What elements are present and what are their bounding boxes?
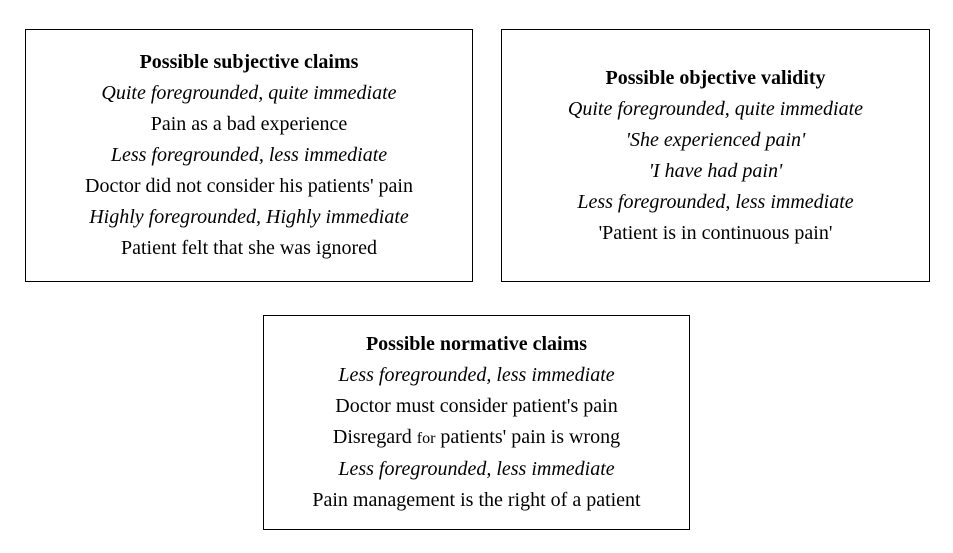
subjective-claims-box: Possible subjective claims Quite foregro…	[25, 29, 473, 282]
normative-claims-title: Possible normative claims	[365, 333, 588, 355]
objective-claim-3: 'Patient is in continuous pain'	[598, 221, 833, 244]
normative-claim-1: Doctor must consider patient's pain	[335, 395, 618, 417]
normative-claim-3: Pain management is the right of a patien…	[312, 489, 641, 511]
normative-level-1: Less foregrounded, less immediate	[338, 364, 615, 386]
normative-claim-2-part-2: for	[416, 430, 436, 447]
subjective-claim-3: Patient felt that she was ignored	[120, 237, 378, 259]
objective-validity-title: Possible objective validity	[605, 66, 826, 89]
subjective-level-1: Quite foregrounded, quite immediate	[101, 82, 397, 104]
subjective-claim-1: Pain as a bad experience	[150, 113, 348, 135]
objective-claim-1: 'She experienced pain'	[625, 128, 806, 151]
normative-claim-2-part-1: Disregard	[332, 426, 412, 448]
subjective-level-3: Highly foregrounded, Highly immediate	[89, 206, 409, 228]
subjective-claim-2: Doctor did not consider his patients' pa…	[85, 175, 413, 197]
normative-claims-box: Possible normative claims Less foregroun…	[263, 315, 690, 530]
normative-level-2: Less foregrounded, less immediate	[338, 458, 615, 480]
normative-claim-2-part-3: patients' pain is wrong	[440, 426, 621, 448]
normative-claim-2: Disregard for patients' pain is wrong	[333, 422, 620, 454]
objective-level-1: Quite foregrounded, quite immediate	[567, 97, 864, 120]
objective-validity-box: Possible objective validity Quite foregr…	[501, 29, 930, 282]
subjective-claims-title: Possible subjective claims	[139, 51, 359, 73]
objective-claim-2: 'I have had pain'	[648, 159, 783, 182]
objective-level-2: Less foregrounded, less immediate	[577, 190, 854, 213]
subjective-level-2: Less foregrounded, less immediate	[110, 144, 388, 166]
